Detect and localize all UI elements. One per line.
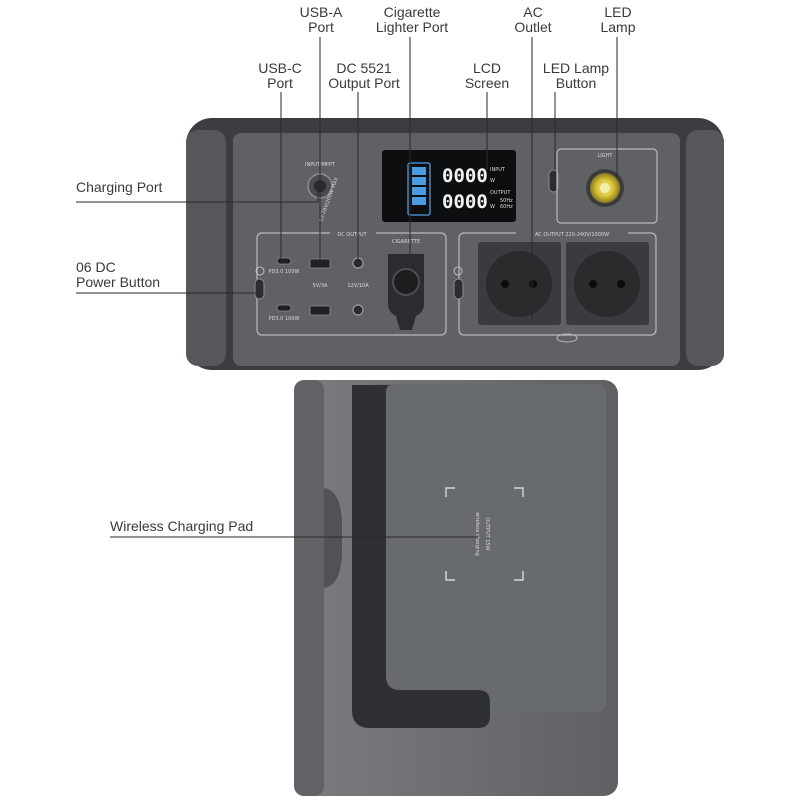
lcd-freq-1: 50Hz <box>500 198 513 204</box>
ac-outlet-1-hole-left <box>501 280 509 288</box>
ac-power-symbol-icon <box>453 266 463 276</box>
callout-lamp-button-line2: Button <box>555 75 597 91</box>
callout-led-lamp-line2: Lamp <box>600 19 636 35</box>
ac-outlet-1 <box>486 251 552 317</box>
ac-outlet-2-hole-left <box>589 280 597 288</box>
callout-usb-a-line2: Port <box>308 19 334 35</box>
callout-ac-line1: AC <box>523 4 543 20</box>
battery-bar-2 <box>412 177 426 185</box>
pad-corner-tl <box>445 487 455 497</box>
pad-corner-tr <box>514 487 524 497</box>
dc-power-button[interactable] <box>254 278 265 300</box>
callout-dc5521-output-port: DC 5521 Output Port <box>316 61 412 91</box>
callout-usb-c-line2: Port <box>267 75 293 91</box>
callout-cigarette-line1: Cigarette <box>383 4 441 20</box>
callout-cigarette-lighter-port: Cigarette Lighter Port <box>364 5 460 35</box>
dc-power-symbol-icon <box>255 266 265 276</box>
cigarette-text: CIGARETTE <box>392 239 420 245</box>
callout-usb-a-port: USB-A Port <box>290 5 352 35</box>
callout-wireless-line1: Wireless Charging Pad <box>110 518 254 534</box>
callout-led-lamp-button: LED Lamp Button <box>532 61 620 91</box>
callout-lcd-screen: LCD Screen <box>456 61 518 91</box>
callout-lcd-line1: LCD <box>472 60 501 76</box>
callout-dc-power-line2: Power Button <box>76 274 161 290</box>
ac-power-button[interactable] <box>453 278 464 300</box>
callout-charging-port-line1: Charging Port <box>76 179 163 195</box>
ac-outlet-2 <box>574 251 640 317</box>
dc-output-text: DC OUTPUT <box>337 232 367 238</box>
callout-dc5521-line1: DC 5521 <box>336 60 392 76</box>
front-panel: INPUT/MPPT 12-28V/200W MAX 0000 INPUT W … <box>186 118 724 370</box>
usb-c-rating-1: PD3.0 100W <box>269 269 300 275</box>
side-edge <box>294 380 324 796</box>
light-text: LIGHT <box>598 153 614 159</box>
battery-gauge-icon <box>407 162 431 216</box>
callout-dc-power-line1: 06 DC <box>76 259 116 275</box>
usb-c-rating-2: PD3.0 100W <box>269 316 300 322</box>
wireless-pad-text-2: OUTPUT 15W <box>484 517 490 550</box>
left-bumper <box>186 130 226 366</box>
lcd-input-label: INPUT <box>490 167 506 173</box>
callout-wireless-charging-pad: Wireless Charging Pad <box>110 519 253 534</box>
ac-outlet-2-hole-right <box>617 280 625 288</box>
lcd-output-value: 0000 <box>442 191 488 213</box>
usb-a-rating: 5V/3A <box>313 283 328 289</box>
ac-outlet-1-hole-right <box>529 280 537 288</box>
ac-output-label-bg <box>516 229 628 237</box>
usb-c-port-1 <box>276 257 292 265</box>
usb-c-port-2 <box>276 304 292 312</box>
lamp-center <box>600 183 610 193</box>
handle-grip <box>324 488 342 588</box>
led-lamp-button[interactable] <box>548 169 559 193</box>
callout-usb-c-line1: USB-C <box>258 60 302 76</box>
battery-bar-1 <box>412 167 426 175</box>
callout-lcd-line2: Screen <box>464 75 510 91</box>
callout-usb-c-port: USB-C Port <box>248 61 312 91</box>
callout-cigarette-line2: Lighter Port <box>375 19 449 35</box>
lamp-frame <box>556 148 658 224</box>
lcd-input-value: 0000 <box>442 165 488 187</box>
wireless-pad-text-1: wireless charging <box>474 512 480 556</box>
handle <box>352 385 490 728</box>
battery-bar-3 <box>412 187 426 195</box>
callout-lamp-button-line1: LED Lamp <box>542 60 610 76</box>
dc5521-port-2 <box>352 304 364 316</box>
callout-led-lamp: LED Lamp <box>590 5 646 35</box>
lcd-output-unit: W <box>490 204 495 210</box>
side-view: wireless charging OUTPUT 15W <box>294 380 618 796</box>
callout-charging-port: Charging Port <box>76 180 162 195</box>
ac-output-text: AC OUTPUT 220-240V/1000W <box>535 232 609 238</box>
dc-rating: 12V/10A <box>347 283 369 289</box>
lcd-input-unit: W <box>490 178 495 184</box>
cigarette-lighter-port <box>392 268 420 296</box>
callout-led-lamp-line1: LED <box>604 4 632 20</box>
callout-ac-line2: Outlet <box>514 19 552 35</box>
pad-corner-bl <box>445 571 455 581</box>
callout-ac-outlet: AC Outlet <box>502 5 564 35</box>
lcd-output-label: OUTPUT <box>490 190 511 196</box>
usb-a-port-2 <box>309 305 331 316</box>
ac-mode-icon <box>556 333 578 343</box>
pad-corner-br <box>514 571 524 581</box>
side-recess <box>368 384 606 712</box>
battery-bar-4 <box>412 197 426 205</box>
callout-usb-a-line1: USB-A <box>299 4 343 20</box>
lcd-freq-2: 60Hz <box>500 204 513 210</box>
callout-dc-power-button: 06 DC Power Button <box>76 260 160 290</box>
leader-lines <box>76 37 618 538</box>
callout-dc5521-line2: Output Port <box>328 75 400 91</box>
dc-output-label-bg <box>330 229 376 237</box>
right-bumper <box>686 130 724 366</box>
